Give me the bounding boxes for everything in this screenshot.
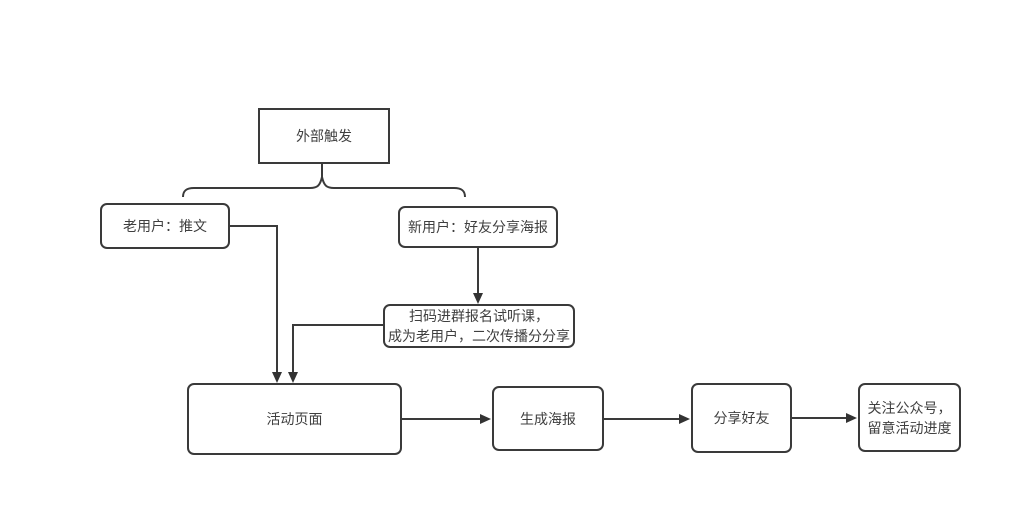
arrowhead-down-icon	[288, 372, 298, 383]
arrowhead-right-icon	[679, 414, 690, 424]
node-label: 新用户：好友分享海报	[408, 219, 548, 235]
node-label-line1: 关注公众号，	[867, 399, 952, 416]
node-label: 生成海报	[520, 410, 576, 427]
node-generate-poster: 生成海报	[492, 386, 604, 451]
node-label: 分享好友	[713, 410, 770, 426]
node-label-line2: 成为老用户，二次传播分分享	[388, 328, 570, 344]
node-old-user: 老用户：推文	[100, 203, 230, 249]
node-activity-page: 活动页面	[187, 383, 402, 455]
node-follow-account: 关注公众号， 留意活动进度	[858, 383, 961, 452]
node-label-line2: 留意活动进度	[867, 419, 952, 436]
edge-old-user-to-activity-page	[230, 225, 278, 372]
arrowhead-down-icon	[473, 293, 483, 304]
arrowhead-right-icon	[480, 414, 491, 424]
edge-scan-code-to-activity-page	[292, 324, 383, 372]
node-label: 老用户：推文	[123, 218, 207, 234]
node-new-user: 新用户：好友分享海报	[398, 206, 558, 248]
node-label-line1: 扫码进群报名试听课，	[409, 308, 549, 324]
node-share-friends: 分享好友	[691, 383, 792, 453]
brace-connector	[182, 176, 466, 198]
node-label: 外部触发	[296, 128, 352, 144]
arrowhead-down-icon	[272, 372, 282, 383]
node-scan-code: 扫码进群报名试听课， 成为老用户，二次传播分分享	[383, 304, 575, 348]
arrowhead-right-icon	[846, 413, 857, 423]
node-external-trigger: 外部触发	[258, 108, 390, 164]
node-label: 活动页面	[266, 411, 323, 427]
